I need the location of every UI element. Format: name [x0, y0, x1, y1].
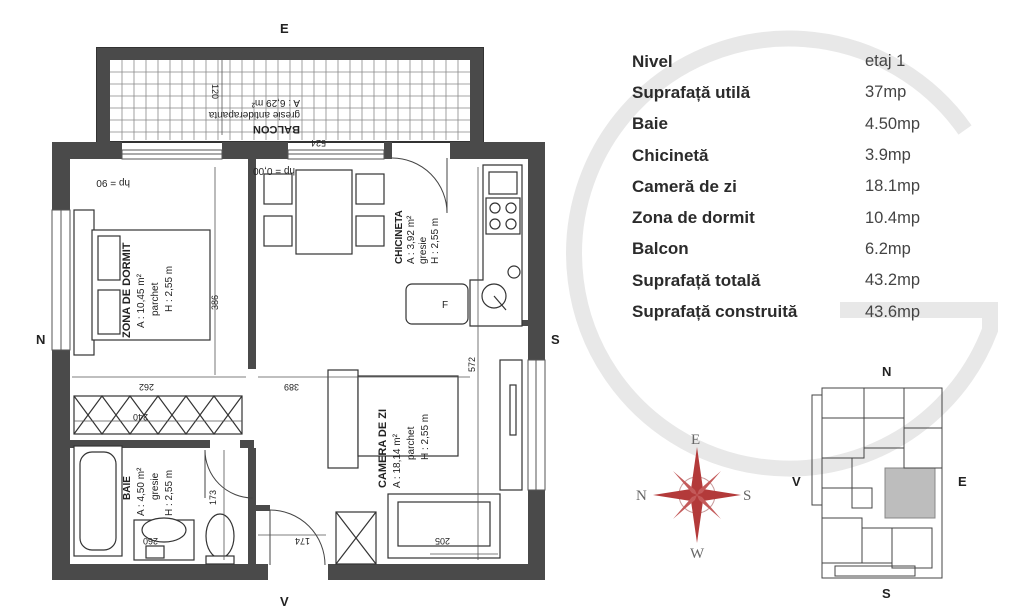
hp-000: hp = 0,00 [253, 165, 295, 176]
bathroom-fixtures [73, 445, 235, 565]
dim-389: 389 [284, 382, 299, 392]
dim-240: 240 [133, 412, 148, 422]
room-label-baie: BAIE A : 4,50 m² gresie H : 2,55 m [122, 467, 175, 516]
tv-unit [499, 359, 523, 491]
mini-direction-right: E [958, 474, 967, 489]
spec-label: Suprafață utilă [632, 82, 751, 102]
camera-height: H : 2,55 m [420, 414, 431, 460]
spec-label: Zona de dormit [632, 208, 755, 228]
balcony [96, 47, 484, 143]
spec-label: Suprafață totală [632, 270, 761, 290]
doors [204, 157, 448, 566]
direction-bottom: V [280, 594, 289, 609]
ventilation-shaft [335, 511, 377, 565]
camera-name: CAMERA DE ZI [377, 409, 389, 488]
compass-e: E [691, 432, 700, 448]
hp-90: hp = 90 [96, 177, 130, 188]
camera-area: A : 18,14 m² [392, 433, 403, 488]
baie-finish: gresie [150, 472, 161, 500]
balcon-finish: gresie antiderapanta [208, 109, 300, 120]
baie-area: A : 4,50 m² [136, 467, 147, 516]
baie-name: BAIE [122, 476, 133, 500]
spec-value: 18.1mp [865, 177, 921, 196]
room-label-chicineta: CHICINETA A : 3,92 m² gresie H : 2,55 m [394, 210, 441, 264]
compass-n: N [636, 488, 647, 504]
windows [51, 149, 546, 491]
compass-w: W [690, 546, 705, 562]
dim-386: 386 [210, 295, 220, 310]
spec-row: Suprafață construită 43.6mp [632, 296, 972, 327]
sofa [327, 369, 501, 559]
spec-value: 37mp [865, 83, 907, 102]
spec-row: Chicinetă 3.9mp [632, 140, 972, 171]
compass-s: S [743, 488, 751, 504]
spec-label: Cameră de zi [632, 176, 737, 196]
spec-value: 6.2mp [865, 239, 911, 258]
bed [73, 209, 211, 356]
spec-row: Nivel etaj 1 [632, 46, 972, 77]
spec-label: Baie [632, 114, 668, 134]
dormit-height: H : 2,55 m [164, 266, 175, 312]
balcon-area: A : 6,29 m² [251, 97, 300, 108]
chicineta-height: H : 2,55 m [430, 218, 441, 264]
dim-572: 572 [467, 357, 477, 372]
dim-205: 205 [435, 536, 450, 546]
spec-label: Chicinetă [632, 145, 709, 165]
mini-direction-top: N [882, 364, 891, 379]
dining-set [263, 169, 385, 255]
spec-row: Balcon 6.2mp [632, 234, 972, 265]
balcon-name: BALCON [253, 123, 300, 135]
dim-173: 173 [208, 490, 218, 505]
spec-row: Suprafață totală 43.2mp [632, 265, 972, 296]
room-label-balcon: gresie antiderapanta A : 6,29 m² BALCON … [208, 97, 326, 148]
direction-left: N [36, 332, 45, 347]
kitchenette-counter [405, 164, 523, 327]
chicineta-name: CHICINETA [394, 210, 405, 264]
mini-direction-bottom: S [882, 586, 891, 601]
spec-value: etaj 1 [865, 52, 906, 71]
dim-524: 524 [311, 138, 326, 148]
apartment-highlight [884, 467, 936, 519]
wardrobe [73, 394, 243, 436]
chicineta-area: A : 3,92 m² [406, 215, 417, 264]
spec-value: 4.50mp [865, 114, 921, 133]
room-label-dormit: ZONA DE DORMIT A : 10,45 m² parchet H : … [121, 242, 175, 338]
spec-value: 43.6mp [865, 302, 921, 321]
compass-rose: E N S W [636, 432, 751, 562]
spec-label: Suprafață construită [632, 302, 798, 322]
dim-262: 262 [139, 382, 154, 392]
direction-top: E [280, 21, 289, 36]
spec-label: Nivel [632, 51, 673, 71]
camera-finish: parchet [406, 426, 417, 460]
spec-row: Zona de dormit 10.4mp [632, 202, 972, 233]
dormit-area: A : 10,45 m² [136, 273, 147, 328]
dim-174: 174 [295, 536, 310, 546]
dim-260: 260 [143, 536, 158, 546]
spec-row: Cameră de zi 18.1mp [632, 171, 972, 202]
dimension-lines [72, 60, 498, 560]
spec-label: Balcon [632, 239, 689, 259]
dormit-finish: parchet [150, 282, 161, 316]
dim-120: 120 [210, 84, 220, 99]
spec-value: 10.4mp [865, 208, 921, 227]
spec-row: Suprafață utilă 37mp [632, 77, 972, 108]
baie-height: H : 2,55 m [164, 470, 175, 516]
building-key-plan [811, 387, 943, 579]
spec-value: 3.9mp [865, 146, 911, 165]
dormit-name: ZONA DE DORMIT [121, 242, 133, 338]
mini-direction-left: V [792, 474, 801, 489]
room-label-camera: CAMERA DE ZI A : 18,14 m² parchet H : 2,… [377, 409, 431, 488]
spec-value: 43.2mp [865, 271, 921, 290]
chicineta-finish: gresie [418, 236, 429, 264]
watermark-logo [566, 30, 998, 477]
direction-right: S [551, 332, 560, 347]
spec-row: Baie 4.50mp [632, 109, 972, 140]
fridge-label: F [442, 300, 448, 311]
